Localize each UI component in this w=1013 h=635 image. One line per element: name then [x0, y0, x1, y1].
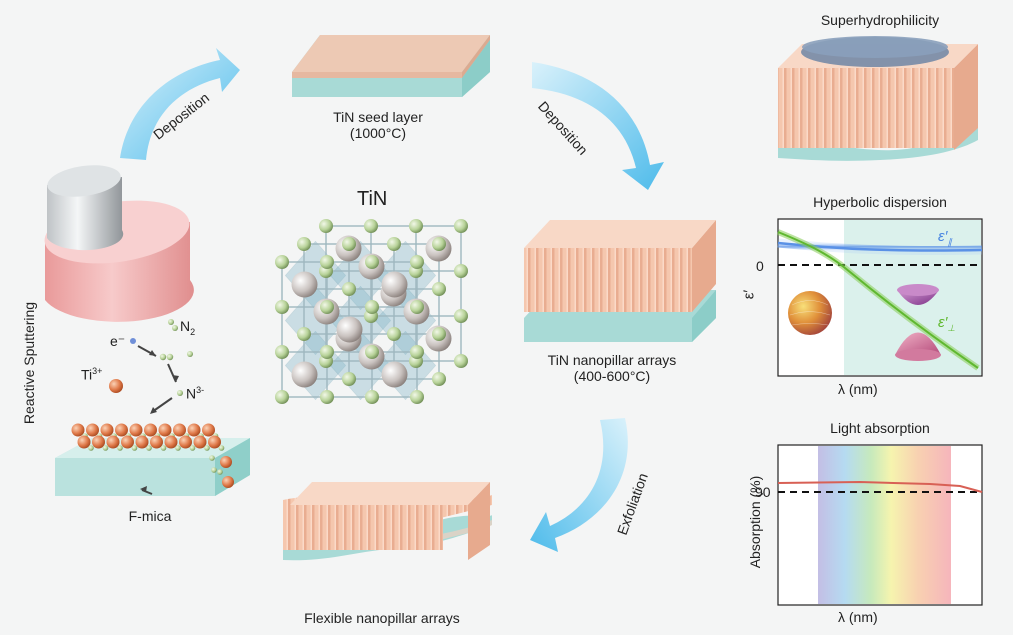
electron-dot — [130, 338, 136, 344]
absorption-panel — [777, 444, 983, 606]
hyperbolic-panel — [776, 218, 983, 377]
deposited-atoms — [71, 423, 234, 488]
ti3-label: Ti3+ — [81, 366, 103, 383]
flexible-arrays-label: Flexible nanopillar arrays — [304, 610, 460, 626]
deposition-arrow-left — [120, 48, 240, 160]
superhydro-title: Superhydrophilicity — [820, 12, 940, 28]
absorption-xlabel: λ (nm) — [838, 609, 878, 625]
hyperbolic-ylabel: ε′ — [740, 289, 758, 300]
hyperbolic-xlabel: λ (nm) — [838, 381, 878, 397]
hyperbolic-zero-tick: 0 — [756, 258, 764, 274]
eps-perp-label: ε′⊥ — [938, 314, 956, 333]
electron-label: e⁻ — [110, 333, 126, 349]
n3-label: N3- — [186, 385, 205, 402]
absorption-ylabel: Absorption (%) — [747, 475, 763, 569]
fmica-label: F-mica — [128, 508, 172, 524]
tin-crystal-structure — [275, 219, 468, 404]
nanopillar-label: TiN nanopillar arrays — [547, 352, 677, 368]
flexible-pillar-block — [283, 482, 492, 561]
reactive-sputtering-label: Reactive Sputtering — [21, 301, 37, 425]
hyperboloid-lower — [895, 332, 941, 355]
hyperbolic-title: Hyperbolic dispersion — [813, 194, 947, 210]
n2-label: N2 — [180, 318, 196, 337]
n3-ion — [177, 390, 183, 396]
exfoliation-arrow — [530, 418, 628, 552]
deposition-arrow-right — [532, 62, 664, 190]
absorption-curve — [777, 480, 983, 493]
superhydro-illustration — [778, 36, 978, 161]
absorption-title: Light absorption — [830, 420, 930, 436]
ti3-ion — [109, 379, 123, 393]
nanopillar-temp-label: (400-600°C) — [573, 368, 651, 384]
absorption-tick-90: 90 — [755, 484, 771, 500]
eps-parallel-label: ε′∥ — [938, 228, 952, 247]
seed-temp-label: (1000°C) — [349, 125, 407, 141]
sputtering-target — [44, 165, 194, 322]
isofrequency-sphere — [788, 291, 832, 335]
seed-layer-label: TiN seed layer — [333, 109, 423, 125]
seed-layer-slab — [292, 35, 490, 97]
nanopillar-array-block — [524, 220, 716, 342]
n2-molecule — [168, 319, 174, 325]
visible-spectrum-band — [818, 446, 951, 604]
tin-title: TiN — [357, 188, 388, 210]
